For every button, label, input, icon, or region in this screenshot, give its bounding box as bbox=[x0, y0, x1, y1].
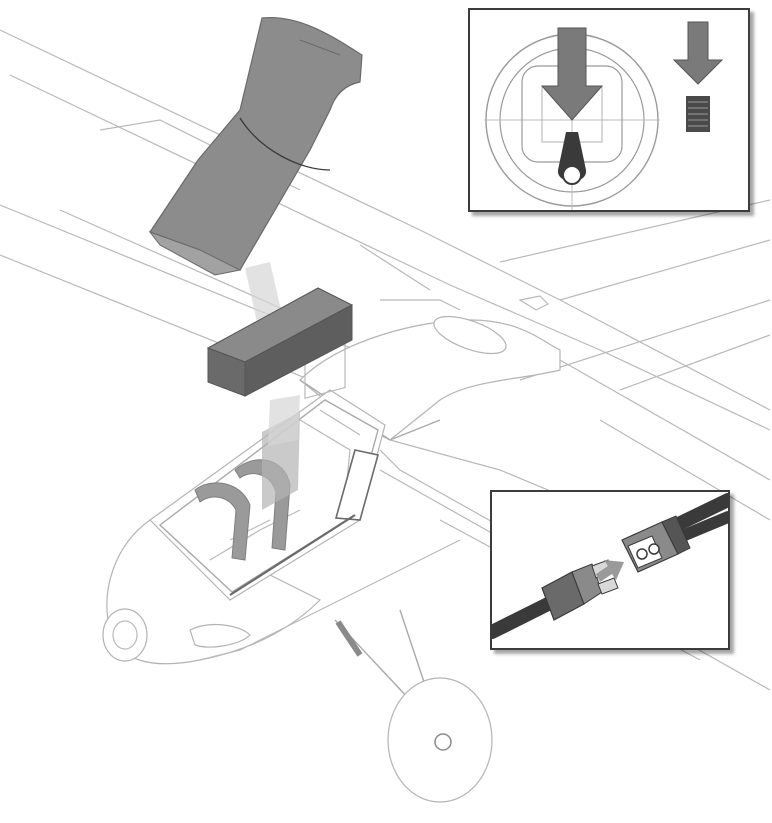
down-arrow-icon bbox=[672, 21, 724, 85]
battery-pack bbox=[206, 287, 354, 397]
landing-gear bbox=[334, 609, 493, 803]
right-arrow-icon bbox=[596, 560, 624, 582]
inset-battery-alignment-drawing bbox=[484, 21, 724, 210]
down-arrow-icon bbox=[540, 27, 604, 121]
fuselage-top bbox=[299, 295, 621, 561]
canopy-hatch-cover bbox=[148, 16, 363, 276]
inset-battery-alignment bbox=[468, 8, 750, 212]
connector-plug-icon bbox=[621, 515, 691, 573]
inset-connector-mating bbox=[490, 490, 730, 650]
nose-cowl bbox=[102, 519, 461, 665]
inset-connector-mating-drawing bbox=[492, 493, 728, 639]
